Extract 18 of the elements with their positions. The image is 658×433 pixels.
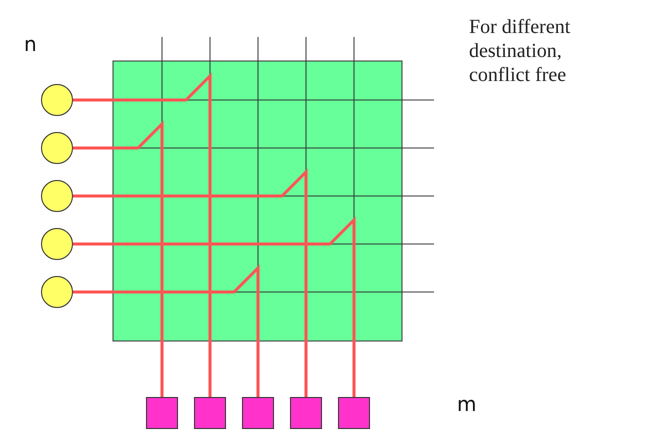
note-text: For different destination, conflict free (469, 15, 572, 87)
output-port-square (242, 397, 274, 429)
output-port-square (194, 397, 226, 429)
connection-path (73, 72, 212, 397)
input-port-circle (41, 180, 73, 212)
connection-path (73, 216, 356, 397)
input-port-circle (41, 276, 73, 308)
output-port-square (338, 397, 370, 429)
output-port-square (290, 397, 322, 429)
input-port-circle (41, 84, 73, 116)
dimension-letter: m (457, 394, 476, 414)
connection-path (73, 168, 308, 397)
connection-path (73, 264, 260, 397)
dimension-letter: n (24, 34, 37, 54)
connection-path (73, 120, 164, 397)
output-port-square (146, 397, 178, 429)
input-port-circle (41, 228, 73, 260)
input-port-circle (41, 132, 73, 164)
